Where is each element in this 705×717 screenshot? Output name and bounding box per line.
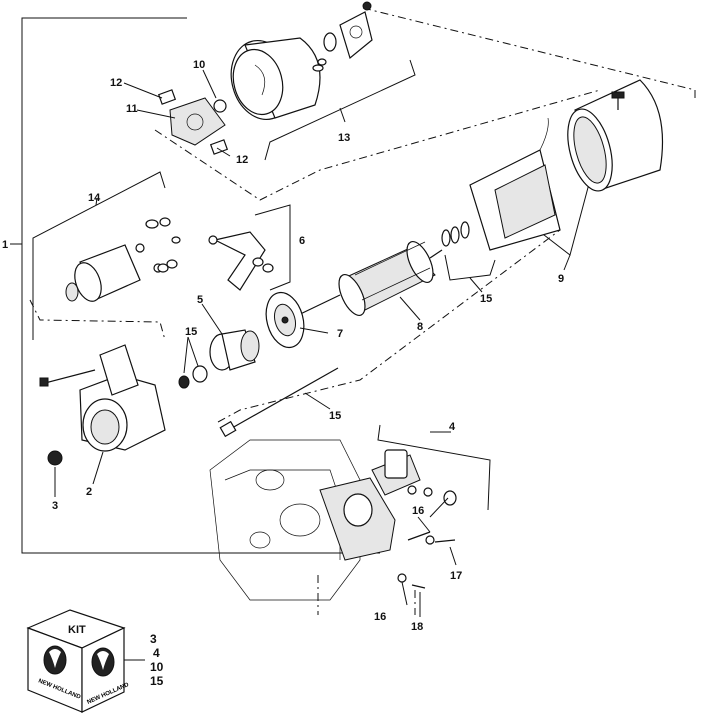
engine-block <box>209 439 457 601</box>
kit-title: KIT <box>68 624 86 636</box>
callout-6: 6 <box>299 235 305 247</box>
callout-3: 3 <box>52 500 58 512</box>
callout-9: 9 <box>558 273 564 285</box>
kit-item-2: 4 <box>153 646 160 660</box>
callout-14: 14 <box>88 192 101 204</box>
shift-lever <box>208 231 274 291</box>
callout-13: 13 <box>338 132 350 144</box>
brush-holder <box>157 89 229 155</box>
callout-15a: 15 <box>185 326 197 338</box>
callout-5: 5 <box>197 294 203 306</box>
armature <box>291 241 443 319</box>
assembly-bracket <box>10 17 380 554</box>
solenoid <box>65 217 181 302</box>
callout-12b: 12 <box>236 154 248 166</box>
callout-15c: 15 <box>329 410 341 422</box>
drive-housing <box>39 344 166 466</box>
group-brackets <box>32 59 591 511</box>
callout-2: 2 <box>86 486 92 498</box>
end-housing <box>230 1 373 121</box>
kit-box: KIT NEW HOLLAND NEW HOLLAND 3 4 10 15 <box>26 609 164 713</box>
callout-11: 11 <box>126 103 138 115</box>
kit-item-4: 15 <box>150 674 164 688</box>
callout-16a: 16 <box>412 505 424 517</box>
kit-item-3: 10 <box>150 660 164 674</box>
callout-4: 4 <box>449 421 456 433</box>
drive-plate <box>265 291 305 349</box>
callout-17: 17 <box>450 570 462 582</box>
field-frame <box>469 79 663 251</box>
callout-12a: 12 <box>110 77 122 89</box>
washers-right <box>441 221 470 247</box>
callout-labels: 1 2 3 4 5 6 7 8 9 10 11 12 12 13 14 15 1… <box>2 59 564 633</box>
alignment-lines <box>29 7 696 615</box>
callout-10: 10 <box>193 59 205 71</box>
callout-18: 18 <box>411 621 423 633</box>
kit-item-1: 3 <box>150 632 157 646</box>
callout-1: 1 <box>2 239 8 251</box>
leader-lines <box>54 69 457 617</box>
callout-7: 7 <box>337 328 343 340</box>
drive-pinion <box>178 329 260 389</box>
through-bolt <box>219 367 339 438</box>
callout-16b: 16 <box>374 611 386 623</box>
callout-8: 8 <box>417 321 423 333</box>
callout-15b: 15 <box>480 293 492 305</box>
